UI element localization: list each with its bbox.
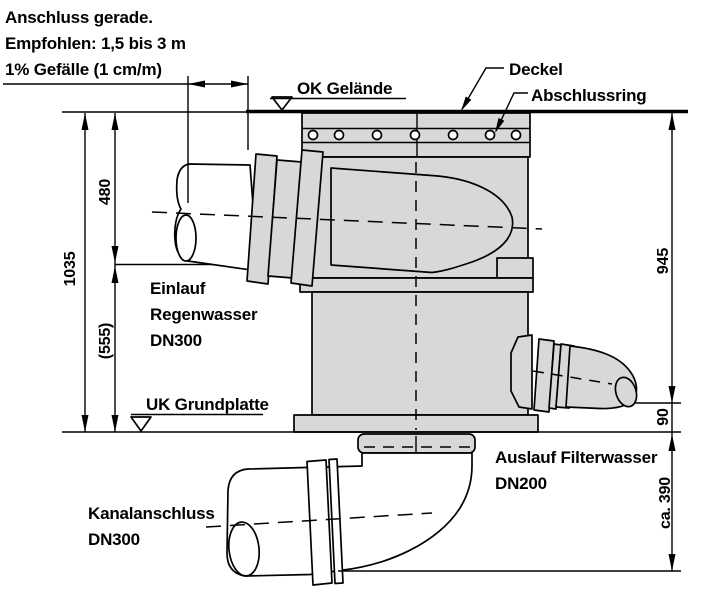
outlet-centerline	[532, 370, 613, 385]
dim-arrow-up-icon	[81, 113, 89, 130]
sewer-pipe-opening	[227, 521, 261, 577]
reference-lines-overlay	[62, 76, 688, 572]
note-line2: Empfohlen: 1,5 bis 3 m	[5, 34, 186, 53]
inlet-label-line1: Einlauf	[150, 279, 206, 298]
dim-arrow-down-icon	[81, 415, 89, 432]
sewer-centerline	[205, 512, 433, 528]
bolt-icon	[307, 129, 319, 141]
base-plate-level-label: UK Grundplatte	[146, 395, 269, 414]
bolt-icon	[371, 129, 383, 141]
right-step-bracket	[496, 257, 534, 279]
outlet-pipe-opening	[614, 376, 638, 408]
leader-arrow-icon	[461, 96, 472, 111]
level-symbol-icon	[130, 416, 152, 432]
outlet-label-line2: DN200	[495, 474, 547, 493]
sewer-label-line2: DN300	[88, 530, 140, 549]
inlet-pipe-assembly	[173, 149, 324, 287]
text-labels: Anschluss gerade. Empfohlen: 1,5 bis 3 m…	[5, 8, 674, 549]
elbow-socket-ring	[306, 459, 333, 586]
elbow-socket-ring	[328, 458, 344, 585]
closing-ring-leader-line	[495, 92, 528, 132]
dim-text-sewer-depth: ca. 390	[657, 477, 674, 529]
cover-label: Deckel	[509, 60, 563, 79]
sewer-elbow-pipe	[226, 452, 473, 577]
dim-arrow-up-icon	[111, 266, 119, 283]
filter-shaft-body	[293, 112, 539, 433]
dim-arrow-up-icon	[668, 434, 676, 451]
dim-text-overall-depth: 1035	[62, 251, 79, 286]
bolt-icon	[409, 129, 421, 141]
dim-text-inlet-depth: 480	[97, 179, 114, 205]
cover-leader-line	[461, 67, 504, 110]
inlet-label-line3: DN300	[150, 331, 202, 350]
dim-arrow-down-icon	[668, 386, 676, 403]
inlet-socket-ring	[290, 149, 324, 287]
lower-shaft-section	[311, 291, 529, 416]
bolt-icon	[510, 129, 522, 141]
dim-arrow-up-icon	[668, 113, 676, 130]
bolt-icon	[333, 129, 345, 141]
outlet-label-line1: Auslauf Filterwasser	[495, 448, 658, 467]
inlet-label-line2: Regenwasser	[150, 305, 258, 324]
symbols-and-leaders	[130, 67, 528, 432]
outlet-saddle	[510, 334, 533, 410]
leader-arrow-icon	[495, 118, 505, 133]
dim-text-below-inlet: (555)	[97, 323, 114, 359]
bolt-icon	[447, 129, 459, 141]
inlet-centerline	[151, 211, 543, 230]
bolt-icon	[484, 129, 496, 141]
inlet-pipe-dome-inside	[330, 167, 514, 274]
dim-arrow-down-icon	[111, 415, 119, 432]
dim-arrow-down-icon	[668, 554, 676, 571]
note-line1: Anschluss gerade.	[5, 8, 153, 27]
ground-level-label: OK Gelände	[297, 79, 392, 98]
dim-text-right-depth: 945	[655, 248, 672, 274]
inlet-pipe-opening	[175, 214, 197, 262]
dim-arrow-down-icon	[111, 246, 119, 263]
outlet-pipe-assembly	[510, 334, 638, 413]
dim-text-outlet-offset: 90	[655, 408, 672, 426]
dim-arrow-right-icon	[231, 80, 248, 88]
sewer-connection-assembly	[226, 433, 476, 586]
note-line3: 1% Gefälle (1 cm/m)	[5, 60, 162, 79]
dim-arrow-up-icon	[111, 113, 119, 130]
outlet-socket-middle	[548, 343, 562, 410]
closing-ring-label: Abschlussring	[531, 86, 646, 105]
dim-arrow-left-icon	[188, 80, 205, 88]
level-symbol-icon	[271, 96, 293, 111]
sewer-label-line1: Kanalanschluss	[88, 504, 215, 523]
outlet-socket-ring	[533, 338, 555, 413]
